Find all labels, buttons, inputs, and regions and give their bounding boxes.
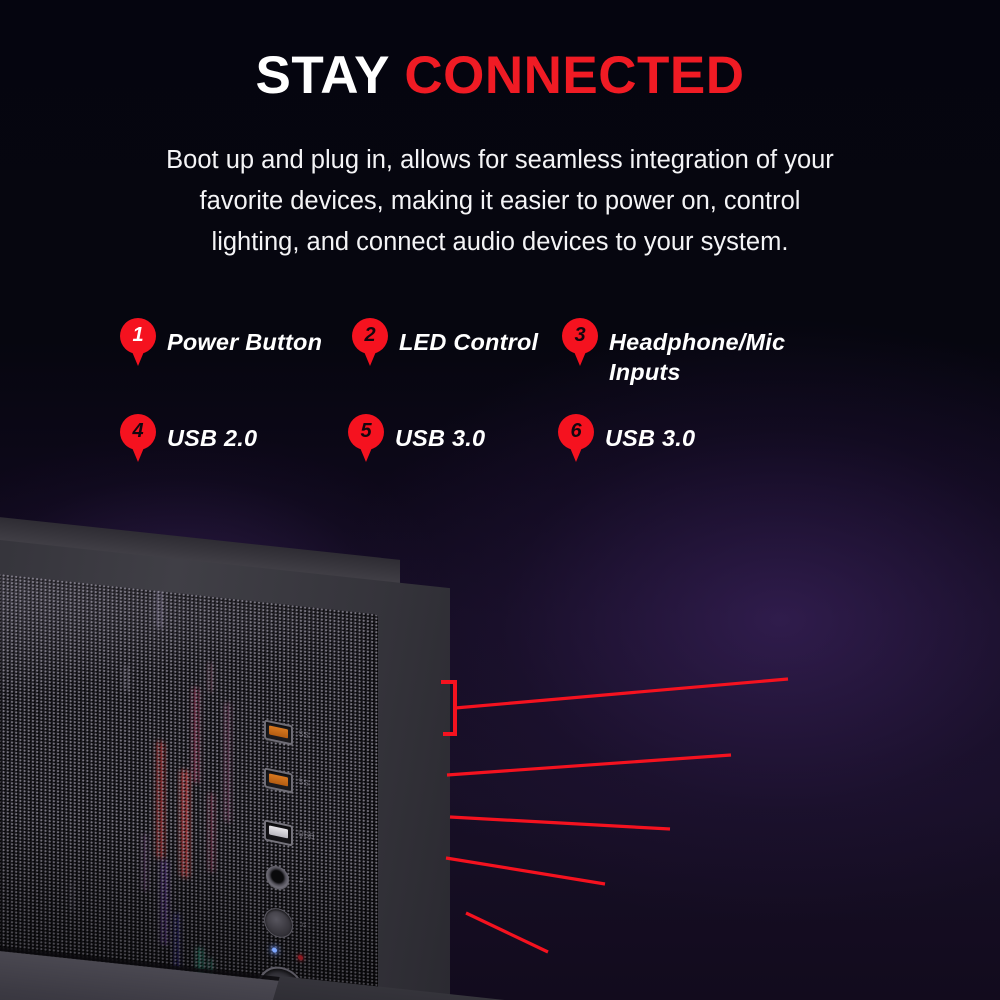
legend-label-3: Headphone/Mic Inputs bbox=[609, 329, 786, 385]
led-control-button[interactable] bbox=[264, 905, 293, 941]
legend-label-1: Power Button bbox=[167, 329, 323, 355]
title-word-stay: STAY bbox=[255, 46, 390, 105]
product-photo: SS SS USB ♫ ☼ ⏻ bbox=[0, 492, 1000, 1000]
usb3-port-top-icon[interactable] bbox=[264, 719, 293, 746]
page-title: STAY CONNECTED bbox=[0, 49, 1000, 102]
legend-pin-4-number: 4 bbox=[132, 419, 144, 442]
legend-pin-2-icon: 2 bbox=[352, 318, 388, 366]
legend-pin-5-icon: 5 bbox=[348, 414, 384, 462]
usb3-bottom-label: SS bbox=[298, 776, 309, 788]
hdd-led-indicator bbox=[298, 954, 303, 961]
front-io-panel: SS SS USB ♫ ☼ ⏻ bbox=[254, 713, 366, 1000]
led-control-label: ☼ bbox=[300, 919, 308, 930]
legend-pin-6-number: 6 bbox=[570, 419, 582, 442]
legend-label-4: USB 2.0 bbox=[167, 425, 258, 451]
legend-pin-3-icon: 3 bbox=[562, 318, 598, 366]
audio-jack-icon[interactable] bbox=[266, 863, 289, 892]
description-text: Boot up and plug in, allows for seamless… bbox=[86, 140, 914, 263]
legend-pin-2-number: 2 bbox=[364, 323, 376, 346]
legend-pin-6-icon: 6 bbox=[558, 414, 594, 462]
usb2-label: USB bbox=[298, 828, 315, 842]
legend-item-power-button: 1 Power Button bbox=[120, 318, 322, 366]
description-line-3: lighting, and connect audio devices to y… bbox=[211, 228, 789, 256]
legend-pin-4-icon: 4 bbox=[120, 414, 156, 462]
pc-case: SS SS USB ♫ ☼ ⏻ bbox=[0, 500, 580, 1000]
legend-item-usb30-b: 6 USB 3.0 bbox=[558, 414, 695, 462]
legend-item-led-control: 2 LED Control bbox=[352, 318, 538, 366]
legend-item-headphone-mic: 3 Headphone/Mic Inputs bbox=[562, 318, 785, 387]
legend-pin-3-number: 3 bbox=[574, 323, 586, 346]
legend-label-6: USB 3.0 bbox=[605, 425, 696, 451]
legend-item-usb20: 4 USB 2.0 bbox=[120, 414, 257, 462]
description-line-2: favorite devices, making it easier to po… bbox=[199, 187, 801, 215]
legend-label-5: USB 3.0 bbox=[395, 425, 486, 451]
legend-label-2: LED Control bbox=[399, 329, 539, 355]
usb2-port-icon[interactable] bbox=[264, 819, 293, 847]
description-line-1: Boot up and plug in, allows for seamless… bbox=[166, 146, 834, 174]
legend-item-usb30-a: 5 USB 3.0 bbox=[348, 414, 485, 462]
power-led-indicator bbox=[272, 947, 277, 954]
legend-pin-5-number: 5 bbox=[360, 419, 372, 442]
title-word-connected: CONNECTED bbox=[404, 46, 745, 105]
usb3-port-bottom-icon[interactable] bbox=[264, 767, 293, 794]
audio-jack-label: ♫ bbox=[298, 874, 304, 885]
usb3-top-label: SS bbox=[298, 728, 309, 740]
case-front-bezel: SS SS USB ♫ ☼ ⏻ bbox=[0, 524, 450, 1000]
legend-pin-1-number: 1 bbox=[132, 323, 144, 346]
legend-pin-1-icon: 1 bbox=[120, 318, 156, 366]
